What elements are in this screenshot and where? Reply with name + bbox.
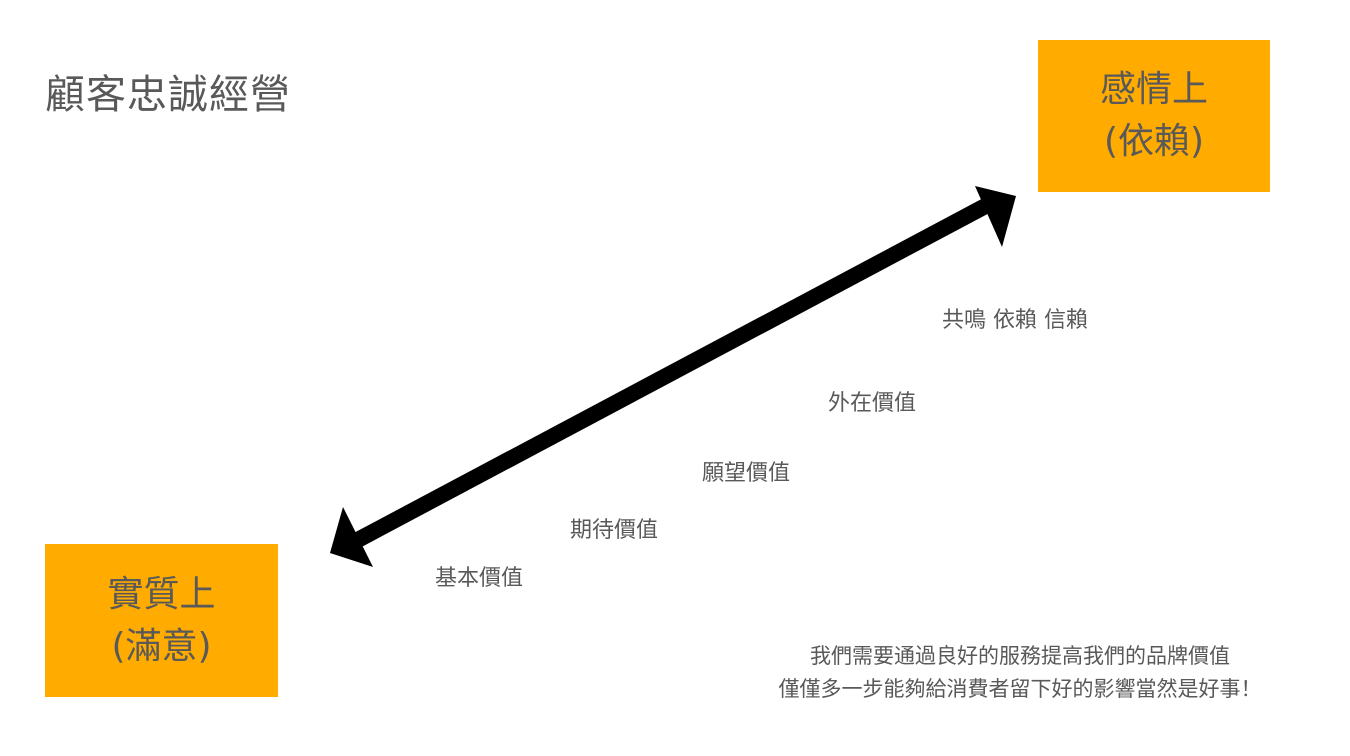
practical-box: 實質上 (滿意) — [45, 544, 278, 697]
emotional-box-title: 感情上 — [1099, 69, 1208, 110]
arrow-head-bottom — [330, 507, 373, 567]
level-resonance: 共鳴 依賴 信賴 — [942, 308, 1088, 333]
level-expected-value: 期待價值 — [570, 518, 659, 543]
emotional-box: 感情上 (依賴) — [1038, 40, 1270, 192]
arrow-shaft — [348, 194, 997, 551]
footer-line-1: 我們需要通過良好的服務提高我們的品牌價值 — [810, 644, 1230, 668]
footer-text: 我們需要通過良好的服務提高我們的品牌價值 僅僅多一步能夠給消費者留下好的影響當然… — [720, 640, 1320, 706]
footer-line-2: 僅僅多一步能夠給消費者留下好的影響當然是好事！ — [778, 677, 1262, 701]
level-basic-value: 基本價值 — [435, 566, 524, 591]
level-external-value: 外在價值 — [828, 391, 917, 416]
page-title: 顧客忠誠經營 — [45, 72, 291, 118]
practical-box-title: 實質上 — [107, 573, 216, 615]
arrow-head-top — [975, 186, 1016, 247]
level-aspiration-value: 願望價值 — [702, 461, 791, 486]
emotional-box-subtitle: (依賴) — [1103, 121, 1205, 162]
practical-box-subtitle: (滿意) — [111, 625, 212, 667]
